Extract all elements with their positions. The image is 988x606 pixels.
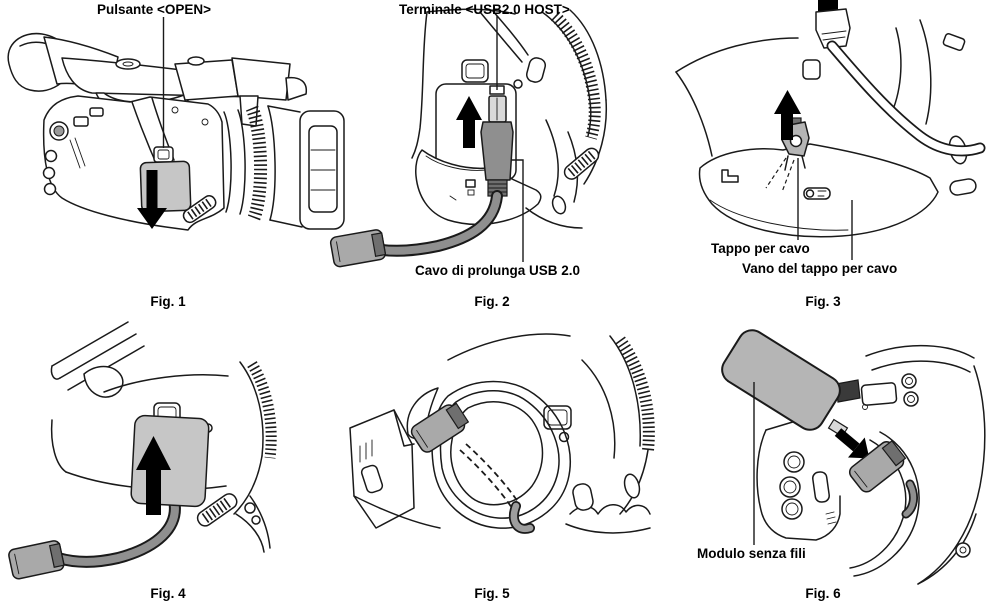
opened-cover-flap — [415, 149, 542, 226]
fig6-caption: Fig. 6 — [805, 586, 841, 601]
open-button — [153, 146, 174, 163]
cable — [826, 40, 986, 157]
usb-plug — [480, 121, 514, 181]
callout-leader-cable — [511, 159, 524, 262]
female-usb-connector — [8, 540, 65, 580]
female-usb-connector — [329, 229, 387, 268]
callout-cable-clamp: Tappo per cavo — [711, 241, 810, 256]
fig5-handstrap-illustration — [349, 333, 655, 534]
usb-extension-cable — [329, 95, 514, 268]
fig5-caption: Fig. 5 — [474, 586, 510, 601]
fig4-caption: Fig. 4 — [150, 586, 186, 601]
wireless-module — [721, 329, 849, 438]
usb-extension-cable — [8, 494, 181, 580]
slide-up-arrow — [456, 96, 482, 148]
fig2-usb-terminal-illustration — [329, 8, 608, 268]
callout-clamp-compartment: Vano del tappo per cavo — [742, 261, 898, 276]
fig1-caption: Fig. 1 — [150, 294, 186, 309]
slide-down-arrow — [137, 170, 167, 229]
fig2-caption: Fig. 2 — [474, 294, 510, 309]
cable-clamp-compartment — [803, 187, 831, 200]
opened-cover-line-art — [675, 0, 986, 238]
fig3-cable-clamp-illustration — [675, 0, 986, 260]
hand-strap — [853, 431, 920, 577]
strap-pad — [450, 401, 544, 506]
callout-usb-host-terminal: Terminale <USB2.0 HOST> — [399, 2, 570, 17]
pull-up-arrow — [774, 90, 801, 140]
fig6-wireless-module-illustration — [721, 329, 986, 585]
hand-strap — [431, 380, 571, 529]
camera-side-line-art — [411, 8, 608, 229]
callout-open-button: Pulsante <OPEN> — [97, 2, 212, 17]
fig4-cover-close-illustration — [8, 321, 277, 580]
fig3-caption: Fig. 3 — [805, 294, 841, 309]
female-usb-connector — [410, 402, 470, 453]
cable-plug — [815, 8, 851, 49]
hidden-cable-path — [465, 443, 519, 503]
slide-up-arrow — [136, 436, 171, 515]
callout-usb-extension-cable: Cavo di prolunga USB 2.0 — [415, 263, 581, 278]
insert-arrow — [834, 428, 870, 459]
camera-grip-line-art — [349, 333, 655, 534]
camera-rear-line-art — [756, 344, 986, 585]
battery-pack — [349, 409, 415, 529]
callout-wireless-module: Modulo senza fili — [697, 546, 806, 561]
female-usb-connector — [848, 440, 918, 519]
fig1-camcorder-illustration — [7, 17, 345, 231]
